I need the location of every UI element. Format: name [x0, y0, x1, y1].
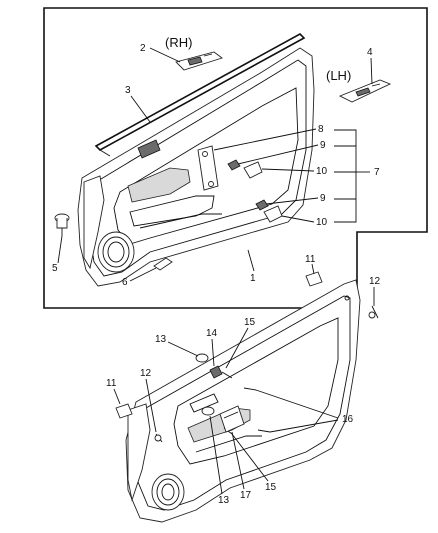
- callout-12b: 12: [140, 368, 152, 379]
- clip-11-lower: [115, 403, 133, 419]
- retainer-clip-5: [54, 213, 70, 236]
- lower-fasteners: [115, 271, 379, 443]
- handle-bracket-17: [219, 405, 245, 433]
- variant-label-lh: (LH): [326, 68, 351, 83]
- callout-4: 4: [367, 47, 373, 58]
- callout-11b: 11: [106, 378, 117, 389]
- callout-8: 8: [318, 124, 324, 135]
- callout-17: 17: [240, 490, 252, 501]
- cover-cap-9a: [227, 159, 241, 171]
- callout-5: 5: [52, 263, 58, 274]
- screw-12-upper: [368, 311, 376, 319]
- callout-2: 2: [140, 43, 146, 54]
- variant-label-rh: (RH): [165, 35, 192, 50]
- callout-10b: 10: [316, 217, 328, 228]
- callout-13b: 13: [218, 495, 230, 506]
- callout-9b: 9: [320, 193, 326, 204]
- callout-10a: 10: [316, 166, 328, 177]
- callout-14: 14: [206, 328, 218, 339]
- callout-11a: 11: [305, 254, 316, 265]
- switch-bezel-rh: [175, 51, 223, 71]
- callout-1: 1: [250, 273, 256, 284]
- callout-6: 6: [122, 277, 128, 288]
- clip-11-upper: [305, 271, 323, 287]
- pull-handle-bracket: [197, 145, 219, 191]
- callout-16: 16: [342, 414, 354, 425]
- upper-inset-frame: [43, 7, 428, 309]
- trim-cover-10a: [243, 161, 263, 179]
- cover-cap-9b: [255, 199, 269, 211]
- callout-15b: 15: [265, 482, 277, 493]
- bracket-6: [153, 257, 173, 271]
- callout-12a: 12: [369, 276, 381, 287]
- switch-bezel-lh: [338, 79, 392, 103]
- lower-door-panel: [125, 279, 361, 523]
- callout-3: 3: [125, 85, 131, 96]
- nut-14: [209, 365, 223, 379]
- weatherstrip: [94, 33, 306, 151]
- grommet-13b: [201, 406, 215, 416]
- grommet-13a: [195, 353, 209, 363]
- callout-9a: 9: [320, 140, 326, 151]
- upper-door-panel: [77, 47, 315, 287]
- callout-13a: 13: [155, 334, 167, 345]
- screw-12-lower: [154, 434, 162, 442]
- callout-15a: 15: [244, 317, 256, 328]
- callout-7: 7: [374, 167, 380, 178]
